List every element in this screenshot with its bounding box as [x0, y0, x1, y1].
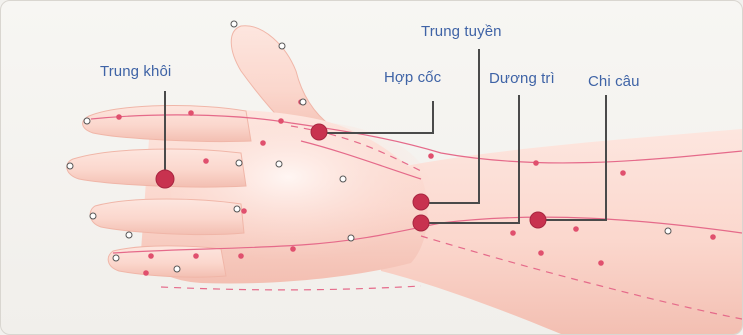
acupoint-trung-tuyen	[413, 194, 429, 210]
acupoint-trung-khoi	[156, 170, 174, 188]
acupoint-hop-coc	[311, 124, 327, 140]
label-duong-tri: Dương trì	[489, 70, 555, 87]
label-chi-cau: Chi câu	[588, 73, 640, 90]
ring-finger	[90, 199, 244, 235]
label-hop-coc: Hợp cốc	[384, 69, 441, 86]
index-finger	[83, 106, 251, 142]
forearm	[381, 129, 742, 334]
acupoint-chi-cau	[530, 212, 546, 228]
acupoint-duong-tri	[413, 215, 429, 231]
label-trung-tuyen: Trung tuyền	[421, 23, 502, 40]
label-trung-khoi: Trung khôi	[100, 63, 171, 80]
